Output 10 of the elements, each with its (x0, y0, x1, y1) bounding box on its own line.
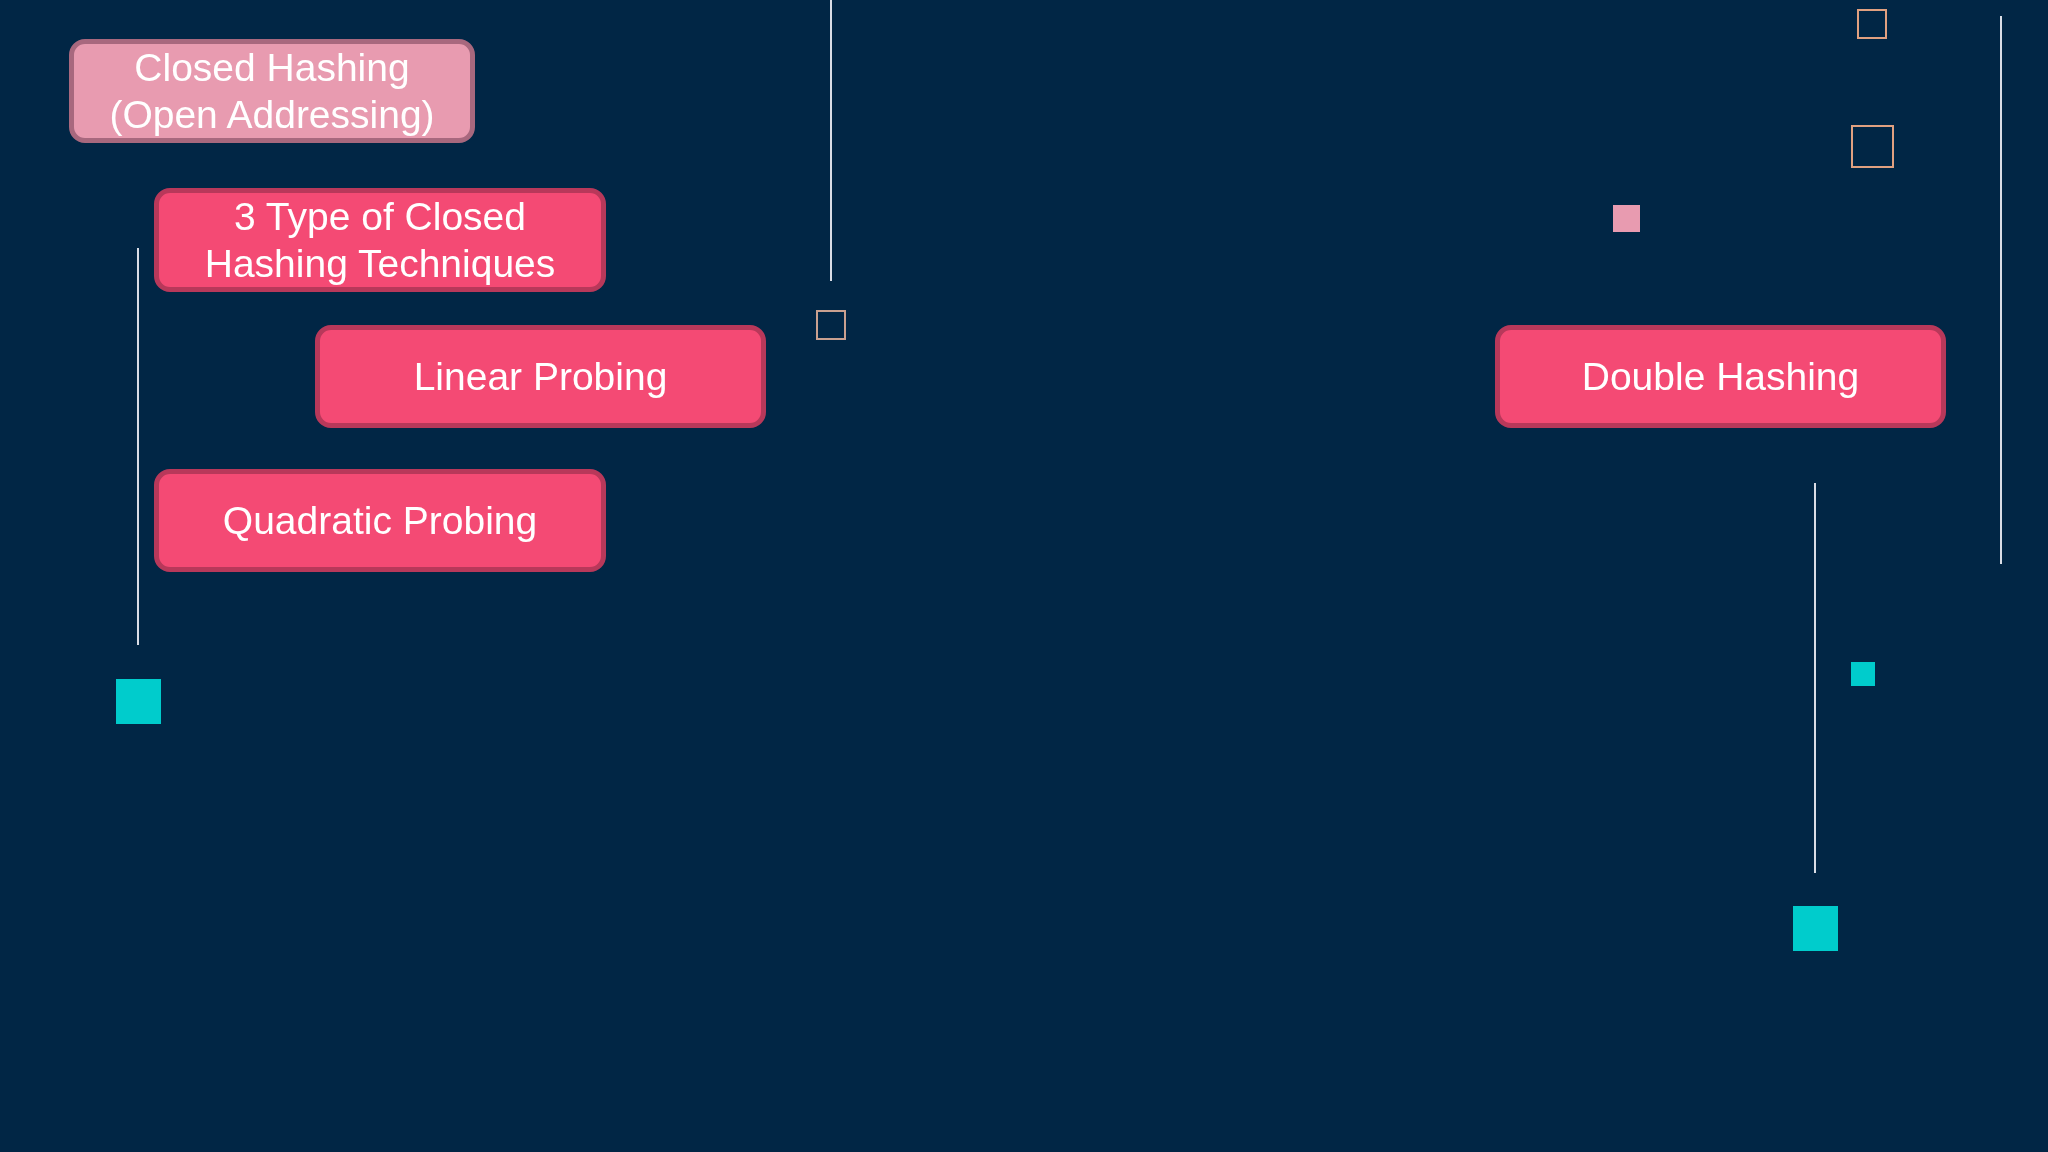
topic-box (69, 39, 475, 143)
topic-box (154, 188, 606, 292)
box-label: Closed Hashing (Open Addressing) (108, 45, 436, 138)
box-label: Linear Probing (413, 354, 668, 400)
box-label: 3 Type of Closed Hashing Techniques (203, 194, 557, 287)
box-label: Quadratic Probing (222, 498, 538, 544)
topic-box (154, 469, 606, 572)
topic-box (1495, 325, 1946, 428)
topic-box (315, 325, 766, 428)
box-label: Double Hashing (1581, 354, 1860, 400)
